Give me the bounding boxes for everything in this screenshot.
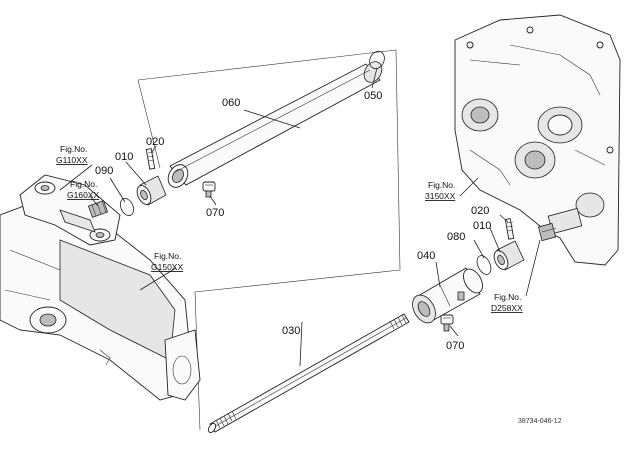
tube-060 (167, 61, 383, 188)
fig-ref-g160-code: G160XX (67, 190, 99, 200)
part-label-020-upper: 020 (146, 136, 164, 148)
fig-ref-d258-code: D258XX (491, 303, 523, 313)
part-label-060: 060 (222, 97, 240, 109)
fig-ref-g150-label: Fig.No. (154, 251, 181, 261)
front-bracket (19, 174, 121, 246)
part-label-030: 030 (282, 325, 300, 337)
shaft-030 (207, 313, 410, 434)
part-label-070-upper: 070 (206, 207, 224, 219)
gear-case-right (454, 14, 621, 266)
sleeve-040 (412, 267, 483, 324)
pin-020-upper (145, 148, 156, 170)
o-ring-050 (369, 50, 385, 70)
fig-ref-g150-code: G150XX (151, 262, 183, 272)
figure-references: Fig.No. G110XX Fig.No. G160XX Fig.No. G1… (56, 144, 523, 313)
pin-020-lower (504, 218, 515, 240)
small-gear (87, 200, 109, 218)
part-label-070-lower: 070 (446, 340, 464, 352)
bolt-070-upper (202, 181, 216, 198)
coupling-d258 (537, 207, 583, 242)
bolt-070-lower (440, 314, 454, 332)
axle-housing-left (0, 199, 201, 401)
drawing-reference-number: 38734-046-12 (518, 418, 562, 425)
part-labels: 060 050 020 010 090 070 020 010 080 040 … (95, 90, 491, 352)
fig-ref-g110-label: Fig.No. (60, 144, 87, 154)
fig-ref-g110-code: G110XX (56, 155, 88, 165)
leader-lines (59, 67, 541, 367)
collar-010-lower (493, 240, 525, 271)
fig-ref-g160-label: Fig.No. (70, 179, 97, 189)
part-label-020-lower: 020 (471, 205, 489, 217)
o-ring-080 (476, 255, 492, 275)
fig-ref-3150-label: Fig.No. (428, 180, 455, 190)
part-label-010-upper: 010 (115, 151, 133, 163)
fig-ref-d258-label: Fig.No. (494, 292, 521, 302)
part-label-080: 080 (447, 231, 465, 243)
part-label-090: 090 (95, 165, 113, 177)
frame-lines (137, 49, 401, 431)
part-label-010-lower: 010 (473, 220, 491, 232)
collar-010-upper (136, 175, 167, 206)
fig-ref-3150-code: 3150XX (425, 191, 456, 201)
part-label-050: 050 (364, 90, 382, 102)
part-label-040: 040 (417, 250, 435, 262)
o-ring-090 (119, 198, 135, 216)
